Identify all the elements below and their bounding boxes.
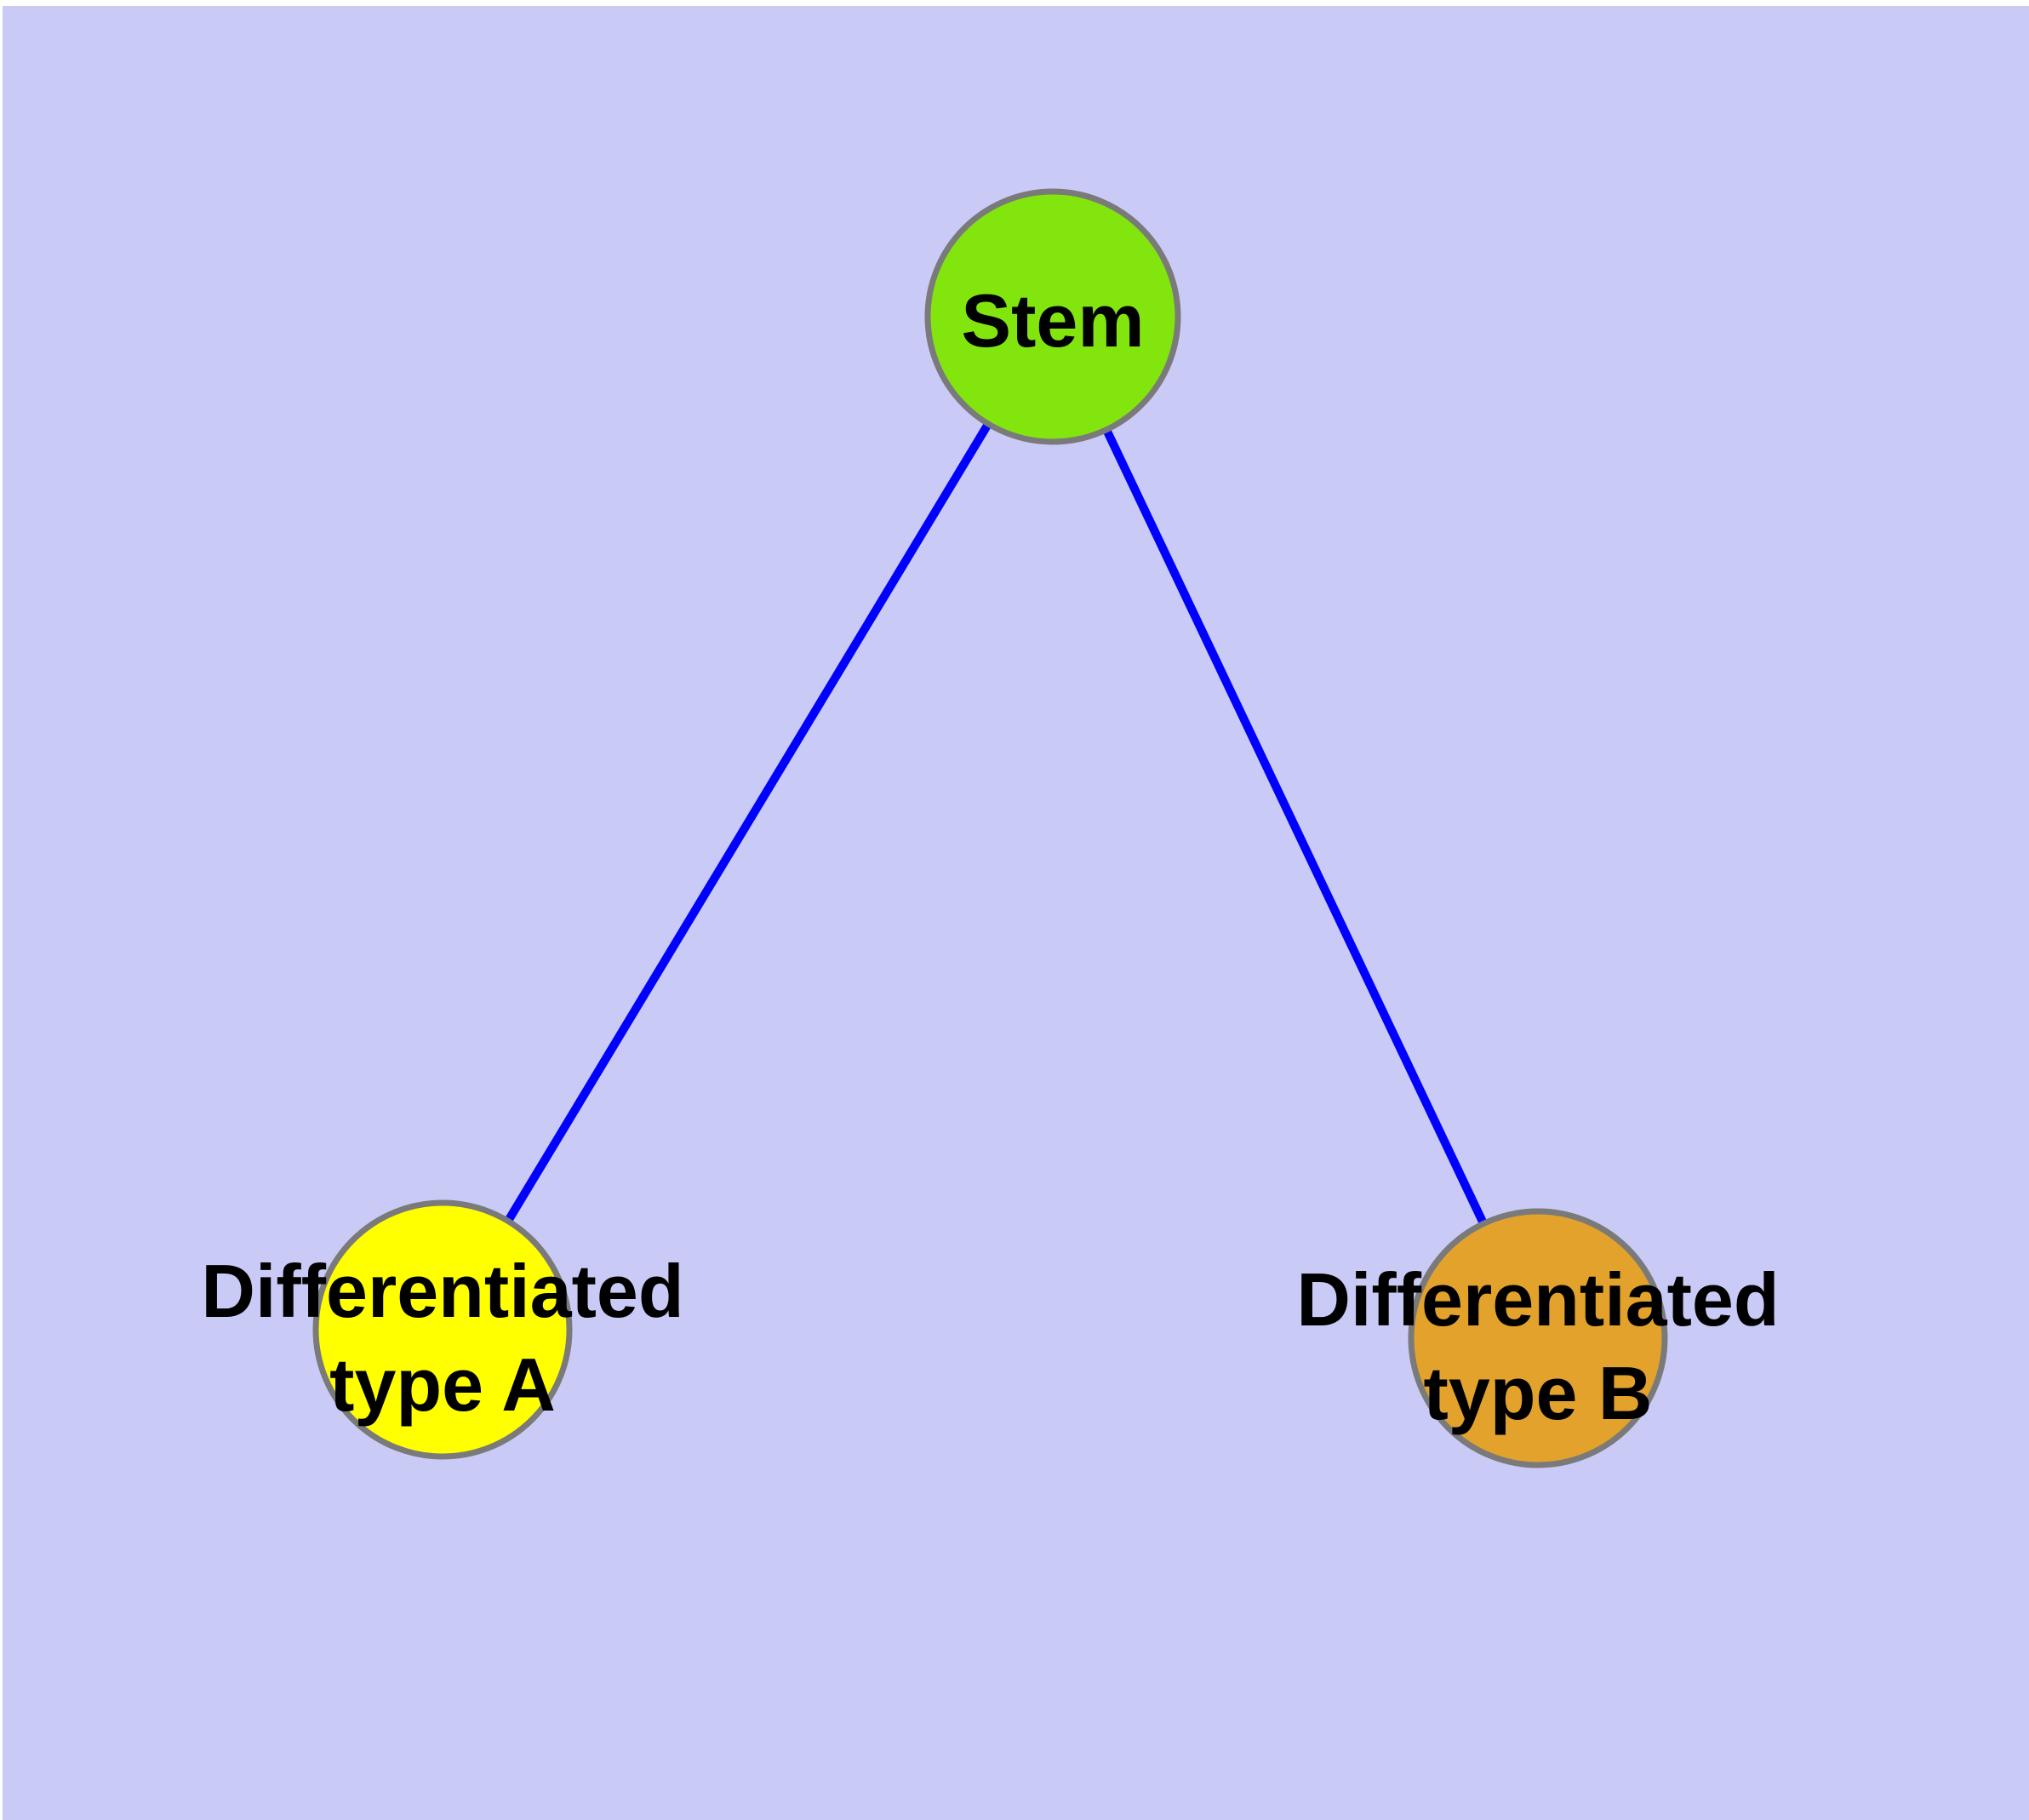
node-differentiated-type-b: Differentiated type B <box>1296 1208 1780 1468</box>
node-differentiated-type-a: Differentiated type A <box>201 1199 684 1460</box>
type-b-node-label-line1: Differentiated <box>1296 1257 1779 1342</box>
edge-stem-to-type-a <box>438 314 1057 1332</box>
edge-stem-to-type-b <box>1049 314 1542 1341</box>
type-a-node-label-line2: type A <box>329 1342 556 1427</box>
type-b-node-label-line2: type B <box>1424 1351 1653 1435</box>
type-a-node-label-line1: Differentiated <box>201 1249 683 1333</box>
stem-node-circle <box>924 188 1181 445</box>
edge-group <box>438 314 1542 1341</box>
type-b-node-circle <box>1408 1208 1668 1468</box>
type-a-node-circle <box>312 1199 573 1460</box>
stem-node-label: Stem <box>961 278 1144 363</box>
node-stem: Stem <box>924 188 1181 445</box>
